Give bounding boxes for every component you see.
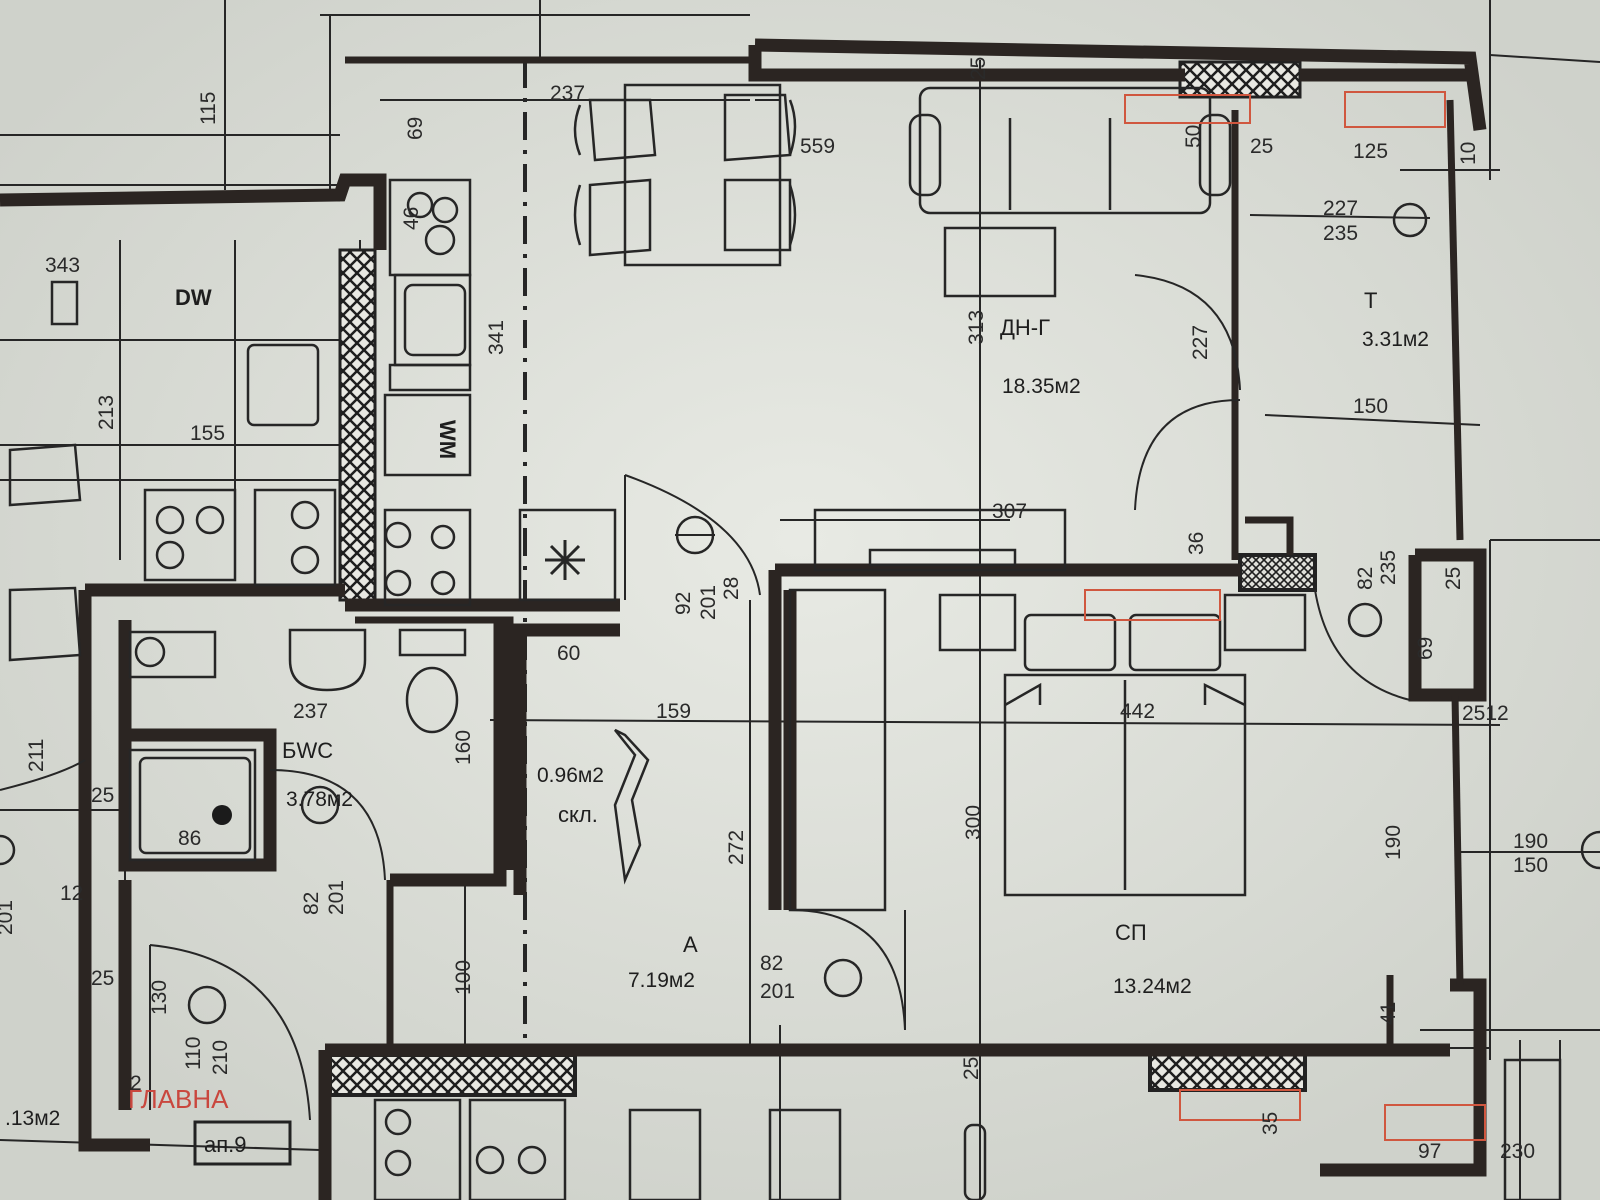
hatched-walls [328, 60, 1317, 1097]
dimension-label: 559 [800, 135, 835, 158]
dimension-label: 2 [130, 1072, 142, 1095]
room-area-living: 18.35м2 [1002, 375, 1081, 398]
dimension-label: 35 [1259, 1112, 1282, 1135]
washing-machine-label: WM [435, 420, 460, 459]
dimension-label: 211 [25, 739, 48, 772]
dimension-label: 69 [1414, 637, 1437, 660]
dimension-label: 442 [1120, 700, 1155, 723]
dimension-label: 237 [293, 700, 328, 723]
dimension-label: 82 [760, 952, 783, 975]
dimension-label: 130 [148, 980, 171, 1015]
dimension-labels: 115 237 69 46 559 25 50 25 125 10 227 23… [0, 57, 1548, 1163]
doors [0, 274, 1411, 1121]
dimension-label: 201 [0, 900, 17, 935]
room-area-bedroom: 13.24м2 [1113, 975, 1192, 998]
room-labels: ДН-Г 18.35м2 Т 3.31м2 БWC 3.78м2 0.96м2 … [5, 288, 1429, 1130]
sofa [908, 86, 1446, 298]
dimension-label: 237 [550, 82, 585, 105]
dimension-label: 300 [962, 805, 985, 840]
dimension-label: 150 [1353, 395, 1388, 418]
bottom-neighbor [373, 1058, 1562, 1200]
dimension-label: 201 [325, 880, 348, 915]
room-name-bedroom: СП [1115, 920, 1147, 945]
dimension-label: 82 [300, 892, 323, 915]
light-symbols [0, 202, 1600, 1025]
dimension-label: 235 [1377, 550, 1400, 585]
dimension-label: 25 [1250, 135, 1273, 158]
dimension-label: 69 [404, 117, 427, 140]
dimension-label: 25 [91, 967, 114, 990]
dimension-label: 313 [965, 310, 988, 345]
room-name-living: ДН-Г [1000, 315, 1050, 340]
room-name-storage: скл. [558, 802, 598, 827]
dimension-label: 28 [720, 577, 743, 600]
dimension-label: 46 [400, 207, 423, 230]
dimension-label: 343 [45, 254, 80, 277]
room-name-hall: А [683, 932, 698, 957]
dimension-label: 25 [960, 1057, 983, 1080]
dimension-label: 25 [91, 784, 114, 807]
dimension-label: 41 [1377, 1002, 1400, 1025]
dimension-label: 50 [1182, 125, 1205, 148]
dimension-label: 125 [1353, 140, 1388, 163]
room-area-storage: 0.96м2 [537, 764, 604, 787]
dimension-label: 82 [1354, 567, 1377, 590]
dimension-label: 159 [656, 700, 691, 723]
apartment-tag-box [193, 1120, 292, 1166]
dimension-label: 25 [1442, 567, 1465, 590]
room-area-hall: 7.19м2 [628, 969, 695, 992]
dimension-label: 97 [1418, 1140, 1441, 1163]
dimension-label: 150 [1513, 854, 1548, 877]
dimension-label: 190 [1513, 830, 1548, 853]
dimension-label: 10 [1457, 142, 1480, 165]
dimension-label: 210 [209, 1040, 232, 1075]
dimension-label: 201 [697, 585, 720, 620]
dimension-label: 36 [1185, 532, 1208, 555]
dimension-label: 86 [178, 827, 201, 850]
kitchen [383, 178, 617, 607]
bathroom [128, 628, 467, 881]
dimension-label: 235 [1323, 222, 1358, 245]
dimension-label: 307 [992, 500, 1027, 523]
dimension-label: 25 [967, 57, 990, 80]
room-area-bathroom: 3.78м2 [286, 788, 353, 811]
dimension-label: 201 [760, 980, 795, 1003]
dimension-label: 2512 [1462, 702, 1509, 725]
dimension-label: 272 [725, 830, 748, 865]
dimension-label: 230 [1500, 1140, 1535, 1163]
apartment-tag: ап.9 [204, 1132, 247, 1157]
dimension-label: 227 [1323, 197, 1358, 220]
dimension-label: 227 [1189, 325, 1212, 360]
stamp-text: ГЛАВНА [128, 1084, 229, 1114]
dimension-label: 92 [672, 592, 695, 615]
bed [938, 589, 1307, 897]
dimension-label: 60 [557, 642, 580, 665]
dimension-label: 12 [60, 882, 83, 905]
room-area-toilet: 3.31м2 [1362, 328, 1429, 351]
dimension-label: 100 [452, 960, 475, 995]
dimension-label: 190 [1382, 825, 1405, 860]
dimension-label: 110 [182, 1037, 205, 1070]
dimension-label: 213 [95, 395, 118, 430]
dimension-label: 341 [485, 320, 508, 355]
room-name-bathroom: БWC [282, 738, 333, 763]
wardrobe [788, 508, 1067, 912]
dimension-label: 160 [452, 730, 475, 765]
neighbor-area: .13м2 [5, 1107, 60, 1130]
dishwasher-label: DW [175, 285, 212, 310]
dimension-label: 115 [197, 92, 220, 125]
room-name-toilet: Т [1364, 288, 1377, 313]
neighbor-kitchen [8, 280, 337, 662]
dimension-label: 155 [190, 422, 225, 445]
dining-set [573, 83, 797, 267]
